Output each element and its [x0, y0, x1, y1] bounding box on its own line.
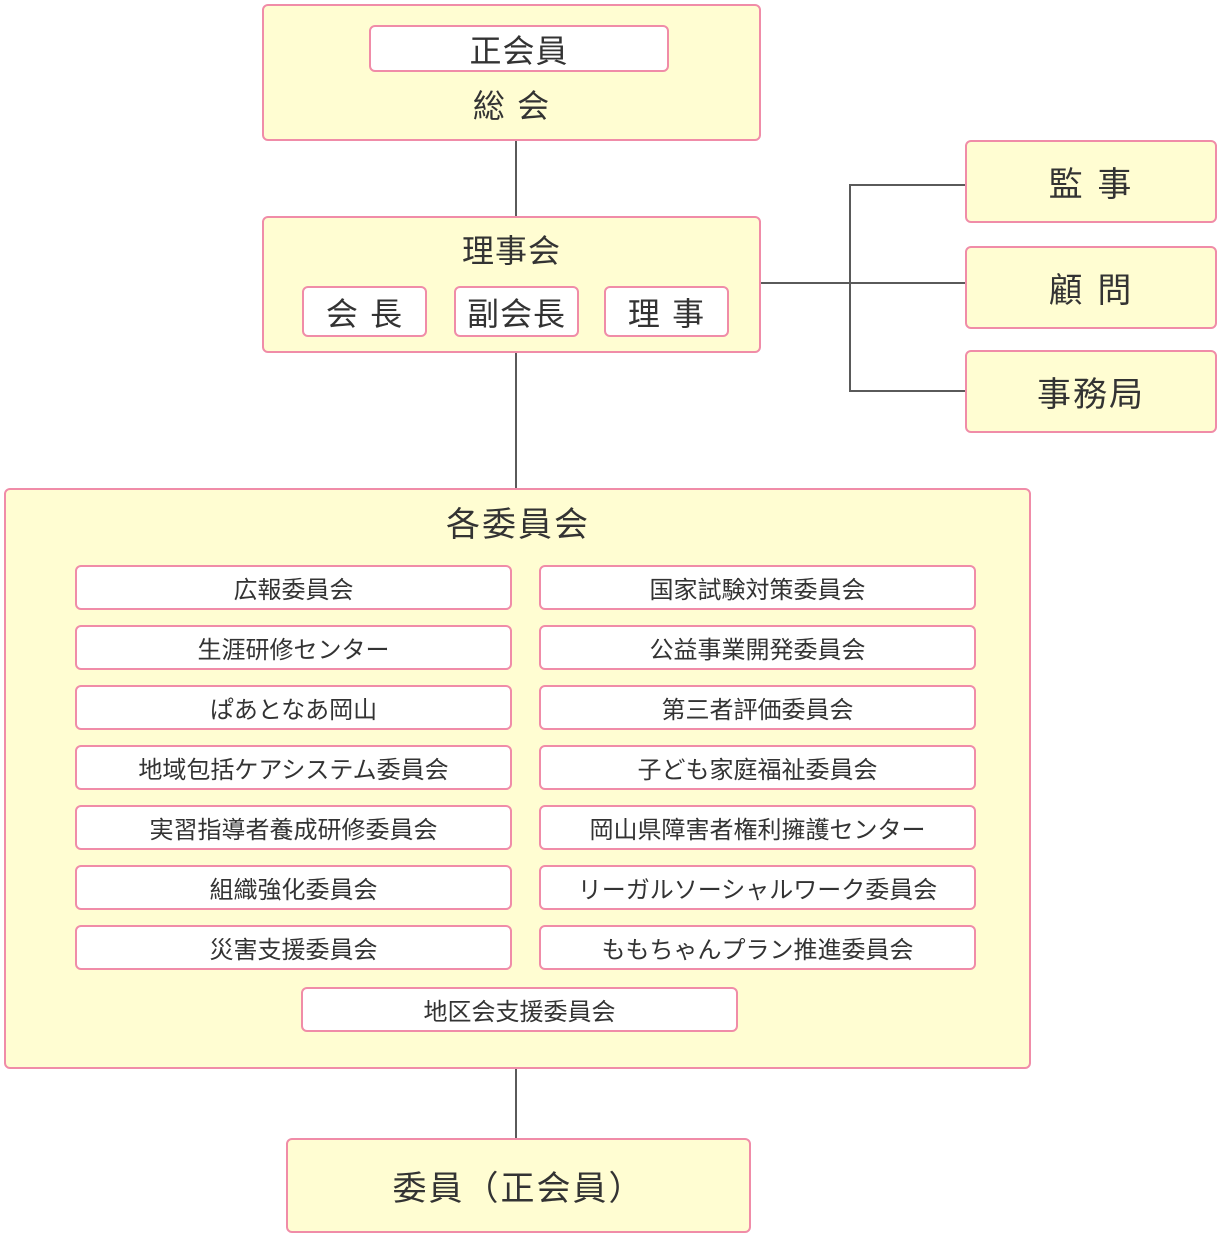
- committee-left-5: 実習指導者養成研修委員会: [75, 805, 512, 850]
- connector-board-side: [760, 282, 966, 284]
- general-assembly-title: 総 会: [472, 87, 551, 125]
- auditor-box: 監 事: [965, 140, 1217, 223]
- committee-right-6: リーガルソーシャルワーク委員会: [539, 865, 976, 910]
- connector-side-trunk: [849, 184, 851, 392]
- connector-board-committees: [515, 352, 517, 489]
- committees-title: 各委員会: [446, 505, 590, 545]
- committee-left-2: 生涯研修センター: [75, 625, 512, 670]
- connector-assembly-board: [515, 140, 517, 217]
- board-role-president: 会 長: [302, 286, 427, 337]
- committee-right-2: 公益事業開発委員会: [539, 625, 976, 670]
- advisor-box: 顧 問: [965, 246, 1217, 329]
- board-role-vice-president: 副会長: [454, 286, 579, 337]
- committee-left-4: 地域包括ケアシステム委員会: [75, 745, 512, 790]
- committee-right-5: 岡山県障害者権利擁護センター: [539, 805, 976, 850]
- committee-left-3: ぱあとなあ岡山: [75, 685, 512, 730]
- committees-box: 各委員会 広報委員会 生涯研修センター ぱあとなあ岡山 地域包括ケアシステム委員…: [4, 488, 1031, 1069]
- committee-left-1: 広報委員会: [75, 565, 512, 610]
- committee-right-4: 子ども家庭福祉委員会: [539, 745, 976, 790]
- committee-left-6: 組織強化委員会: [75, 865, 512, 910]
- connector-secretariat: [849, 390, 966, 392]
- secretariat-box: 事務局: [965, 350, 1217, 433]
- board-role-director: 理 事: [604, 286, 729, 337]
- committee-right-7: ももちゃんプラン推進委員会: [539, 925, 976, 970]
- connector-auditor: [849, 184, 966, 186]
- board-box: 理事会 会 長 副会長 理 事: [262, 216, 761, 353]
- connector-committees-members: [515, 1068, 517, 1139]
- committee-right-3: 第三者評価委員会: [539, 685, 976, 730]
- committee-right-1: 国家試験対策委員会: [539, 565, 976, 610]
- committee-left-7: 災害支援委員会: [75, 925, 512, 970]
- members-box: 委員（正会員）: [286, 1138, 751, 1233]
- general-assembly-box: 正会員 総 会: [262, 4, 761, 141]
- committee-bottom: 地区会支援委員会: [301, 987, 738, 1032]
- regular-member-label: 正会員: [369, 25, 669, 72]
- board-title: 理事会: [461, 232, 561, 270]
